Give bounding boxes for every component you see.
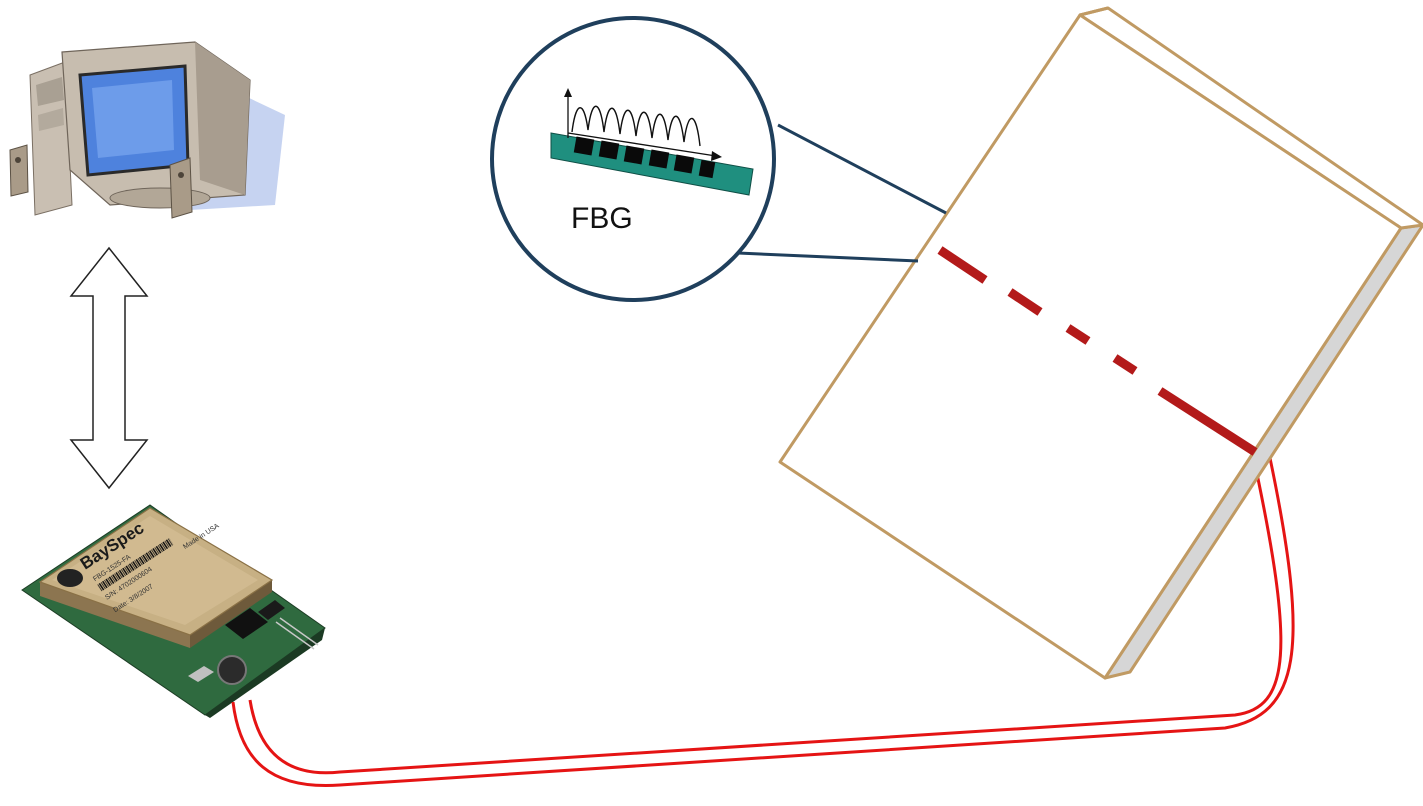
fbg-sensor-icon [550,88,754,196]
brand-logo [57,569,83,587]
embedded-fbg-line [937,246,1258,456]
test-panel [778,6,1423,680]
optical-fiber [231,454,1295,788]
fbg-label: FBG [571,202,633,235]
interrogator-module-icon: BaySpec FBG-1525-FA S/N: 4702000604 Date… [21,504,326,718]
bidirectional-arrow-icon [69,246,149,490]
fbg-callout: FBG [490,16,776,302]
computer-icon [9,41,285,219]
callout-connector [737,123,947,263]
barcode [97,538,174,592]
